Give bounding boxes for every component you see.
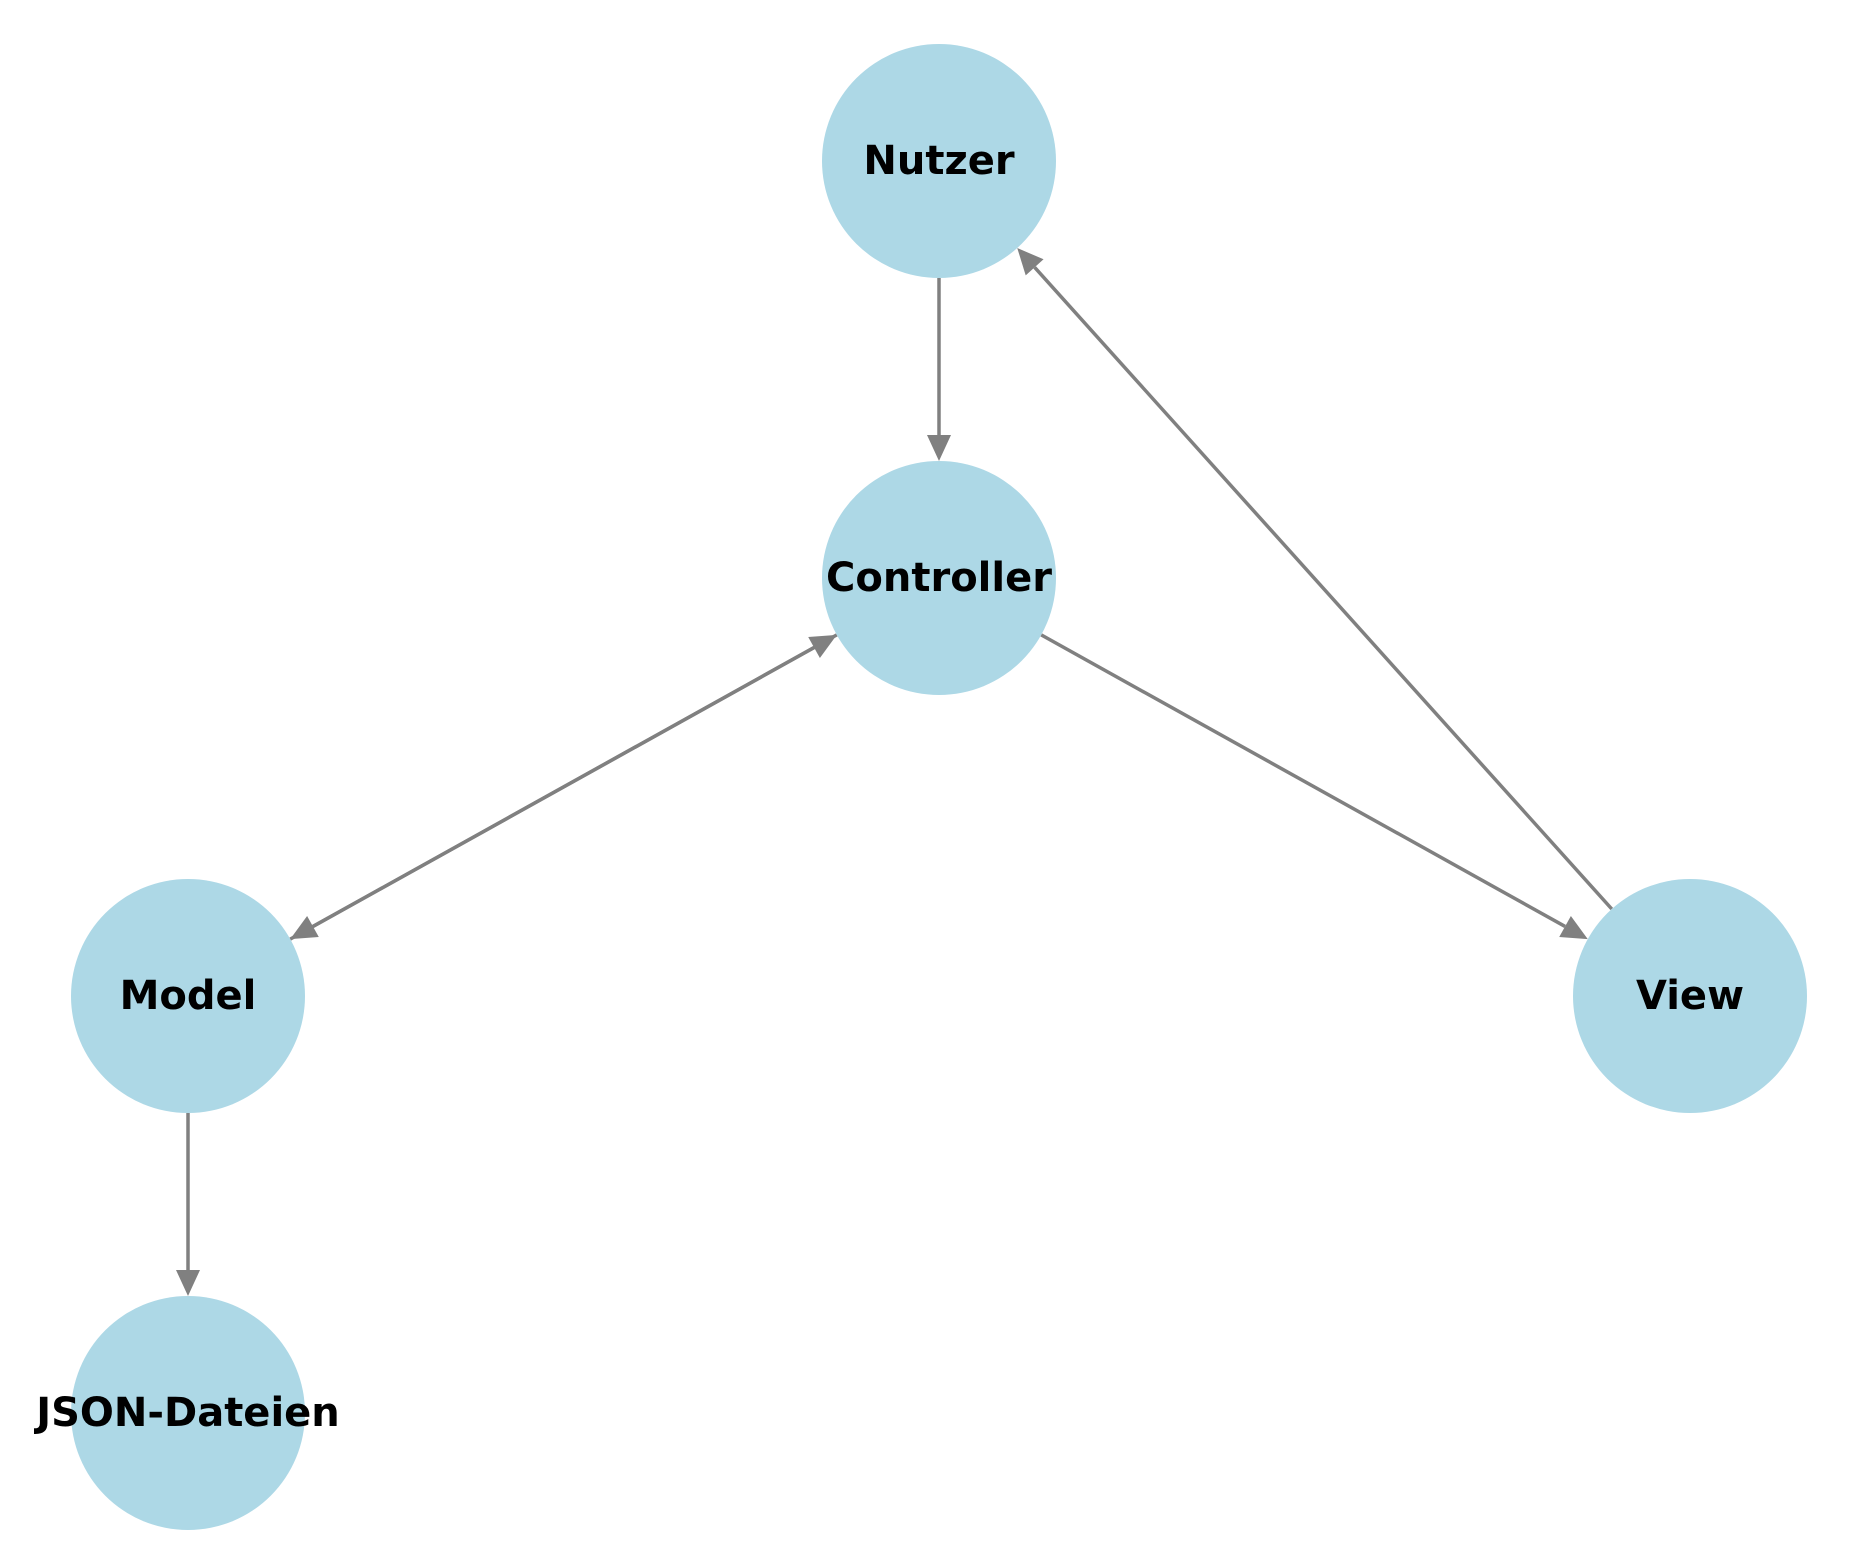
node-nutzer[interactable]: Nutzer bbox=[822, 44, 1056, 278]
edge-nutzer-to-controller bbox=[927, 278, 951, 461]
edge-line bbox=[289, 646, 815, 941]
node-nutzer-circle bbox=[822, 44, 1056, 278]
node-controller[interactable]: Controller bbox=[822, 461, 1056, 695]
edge-view-to-nutzer bbox=[1017, 247, 1614, 911]
arrowhead-icon bbox=[808, 634, 837, 659]
edge-line bbox=[1033, 266, 1614, 911]
edge-line bbox=[1040, 633, 1566, 928]
node-json-dateien-circle bbox=[71, 1296, 305, 1530]
arrowhead-icon bbox=[1559, 915, 1588, 940]
arrowhead-icon bbox=[927, 435, 951, 461]
node-model[interactable]: Model bbox=[71, 879, 305, 1113]
node-json-dateien-label: JSON-Dateien bbox=[33, 1390, 340, 1436]
node-controller-label: Controller bbox=[826, 555, 1052, 601]
edge-model-to-controller bbox=[289, 634, 837, 941]
arrowhead-icon bbox=[1017, 247, 1044, 276]
node-json-dateien[interactable]: JSON-Dateien bbox=[33, 1296, 340, 1530]
node-model-label: Model bbox=[120, 973, 257, 1019]
edge-model-to-json bbox=[176, 1113, 200, 1296]
nodes-layer: Nutzer Controller Model View JSON-Dateie… bbox=[33, 44, 1807, 1530]
edge-controller-to-view bbox=[1040, 633, 1588, 940]
arrowhead-icon bbox=[176, 1270, 200, 1296]
node-model-circle bbox=[71, 879, 305, 1113]
node-view-label: View bbox=[1636, 973, 1744, 1019]
node-controller-circle bbox=[822, 461, 1056, 695]
node-view-circle bbox=[1573, 879, 1807, 1113]
node-view[interactable]: View bbox=[1573, 879, 1807, 1113]
edges-layer bbox=[176, 247, 1614, 1296]
node-nutzer-label: Nutzer bbox=[863, 138, 1014, 184]
